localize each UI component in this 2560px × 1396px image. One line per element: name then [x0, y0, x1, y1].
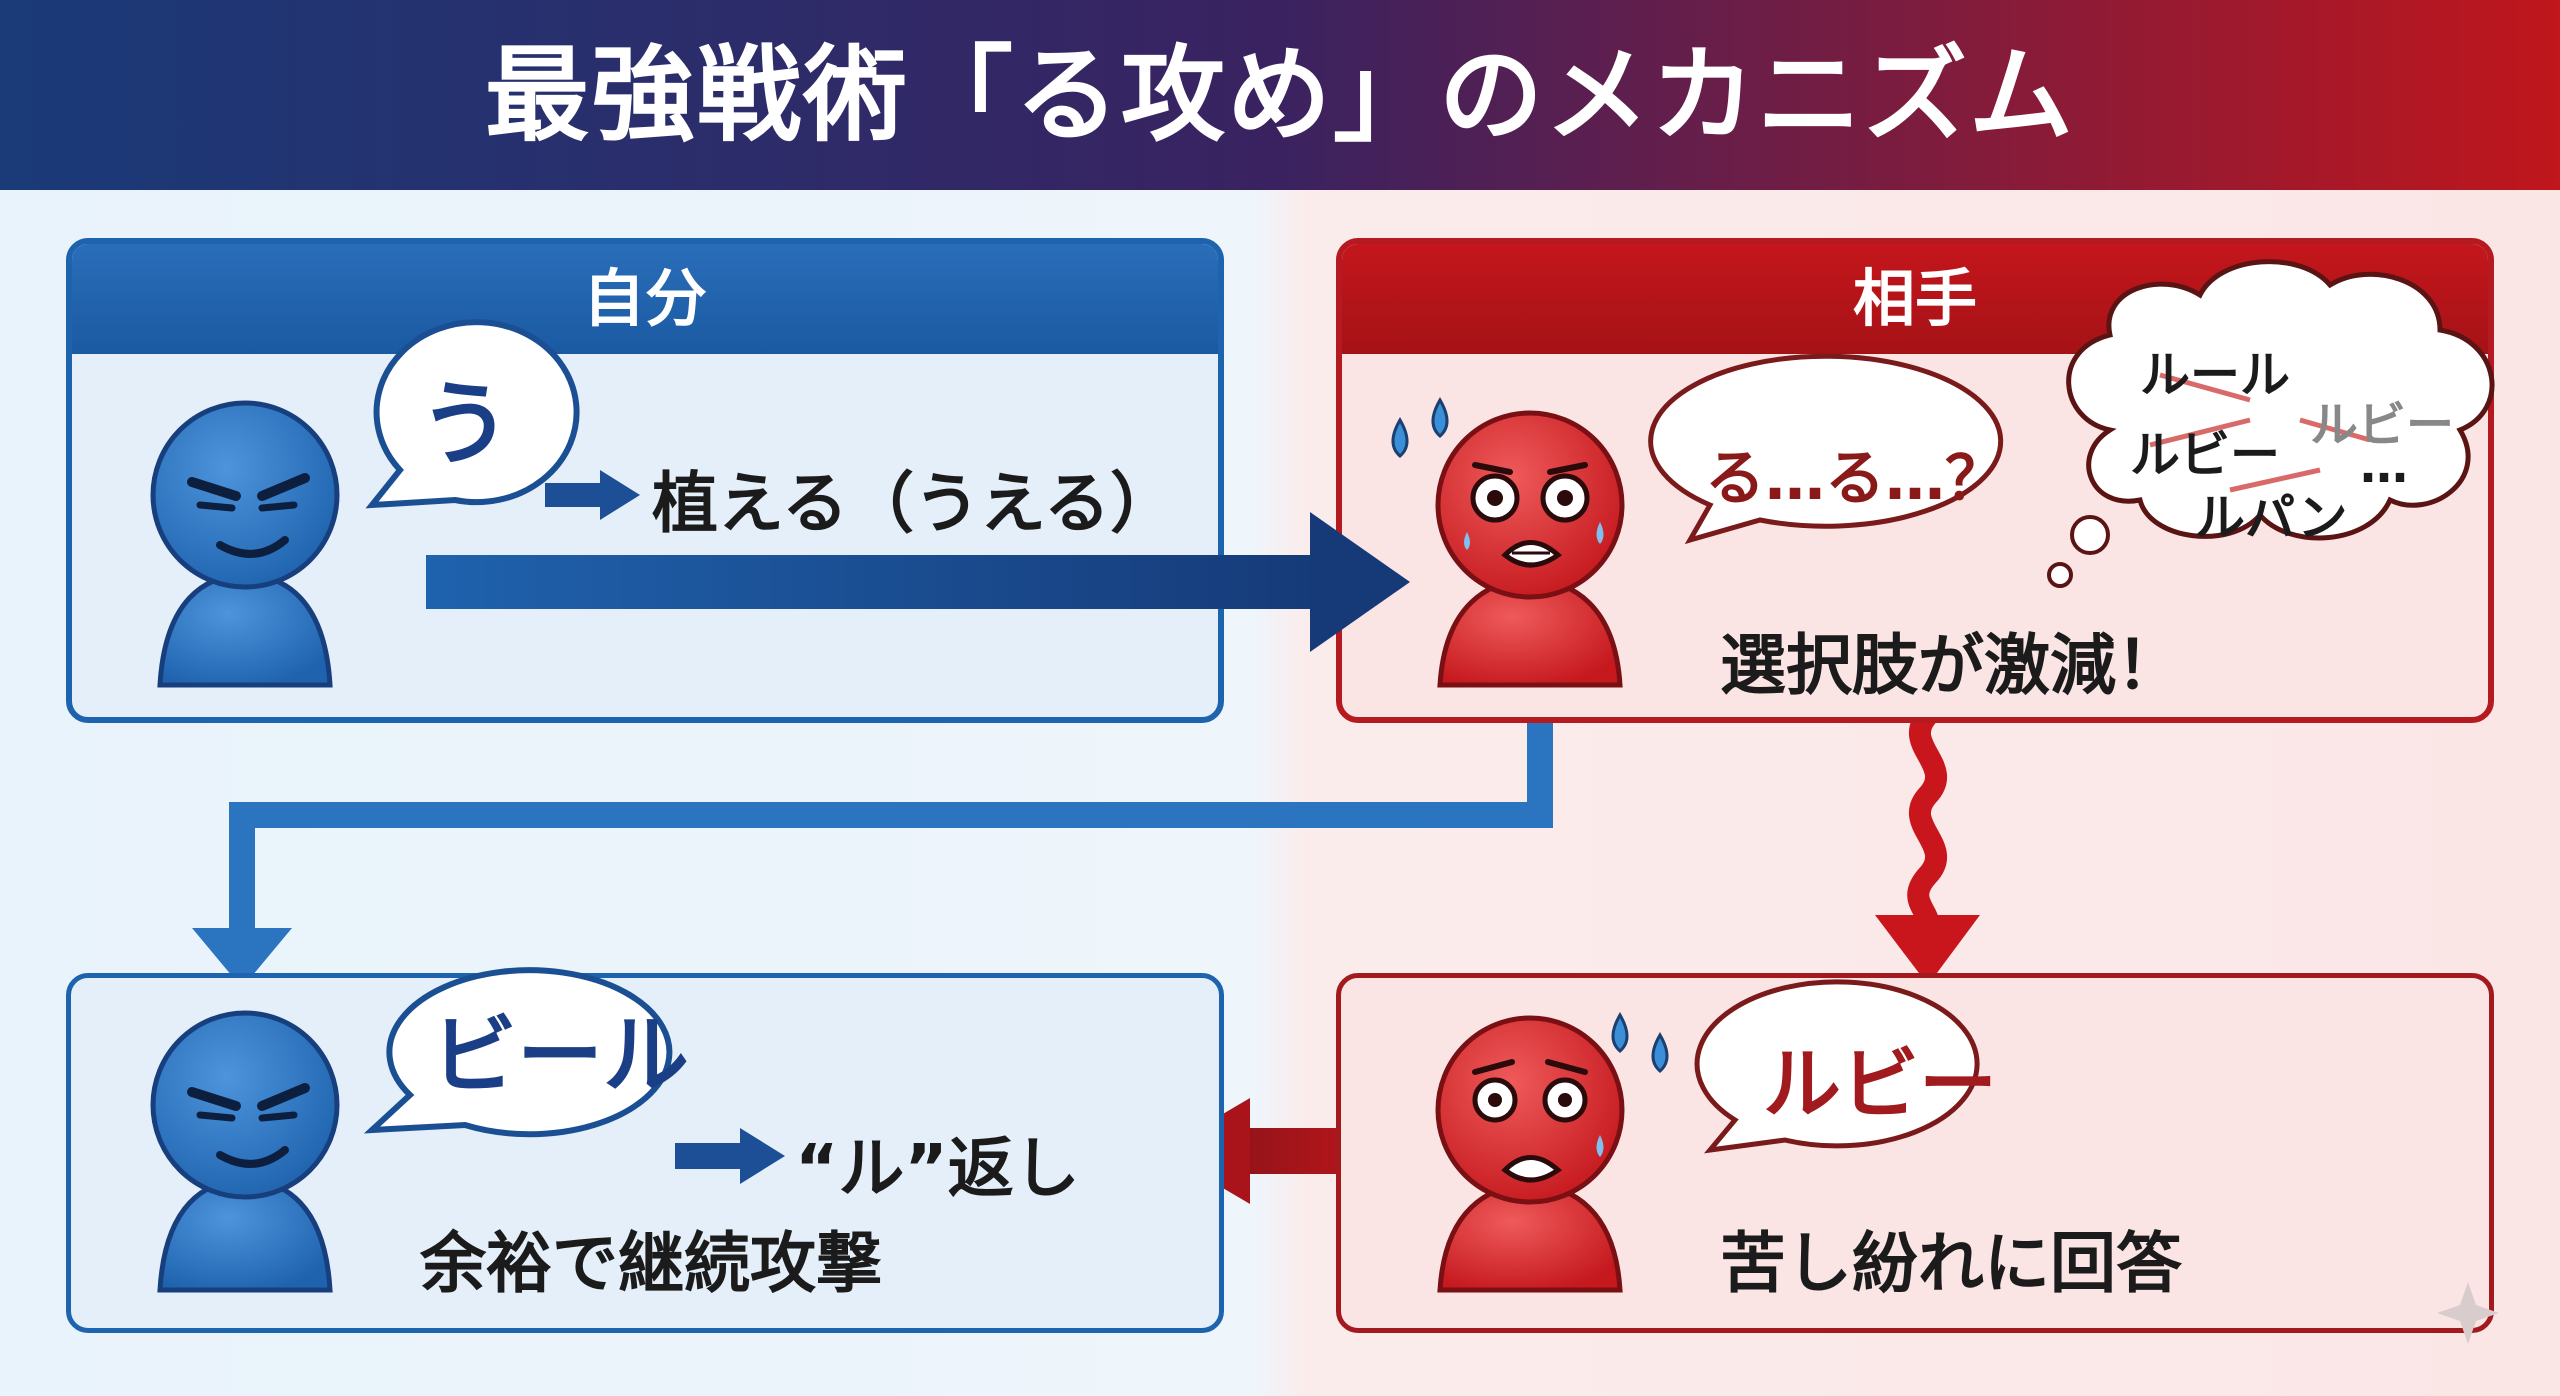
- thought-ellipsis: …: [2360, 438, 2408, 494]
- opponent-person-bottom: [1435, 1015, 1625, 1293]
- attack-arrow: [426, 512, 1410, 652]
- bubble-text-beer: ビール: [431, 1006, 689, 1106]
- speech-bubble-u: [365, 319, 580, 509]
- small-arrow-top: [545, 470, 640, 520]
- speech-bubble-beer: [363, 967, 673, 1138]
- speech-bubble-ru: [1648, 353, 2004, 545]
- return-path-arrowhead: [192, 928, 292, 988]
- bubble-text-ruby: ルビー: [1762, 1040, 1997, 1130]
- continue-attack-caption: 余裕で継続攻撃: [420, 1225, 882, 1302]
- thought-word-ruby: ルビー: [2130, 426, 2280, 484]
- self-person-top: [150, 400, 340, 688]
- sweat-drops-top: [1391, 397, 1449, 458]
- self-panel-header: 自分: [72, 244, 1218, 354]
- choices-decrease-caption: 選択肢が激減！: [1720, 627, 2182, 704]
- return-path-arrow: [229, 712, 1553, 930]
- ru-return-label: “ル”返し: [795, 1130, 1080, 1207]
- opponent-person-top: [1435, 410, 1625, 688]
- page-title: 最強戦術「る攻め」のメカニズム: [484, 34, 2075, 156]
- speech-bubble-ruby: [1694, 979, 1980, 1154]
- self-person-bottom: [150, 1010, 340, 1293]
- sparkle-icon: [2437, 1282, 2499, 1344]
- small-arrow-bottom: [675, 1128, 785, 1184]
- thought-word-rule: ルール: [2140, 346, 2290, 404]
- title-bar: [0, 0, 2560, 190]
- thought-cloud: [2047, 259, 2495, 588]
- sweat-drops-bottom: [1611, 1012, 1669, 1073]
- squiggle-arrow: [1907, 704, 1947, 936]
- squiggle-arrowhead: [1875, 915, 1980, 985]
- thought-word-ruby-blurred: ルビー: [2310, 397, 2455, 453]
- bubble-text-u: う: [418, 371, 511, 478]
- desperate-answer-caption: 苦し紛れに回答: [1720, 1225, 2182, 1302]
- bubble-text-ru: る…る…？: [1705, 444, 2005, 514]
- thought-word-lupin: ルパン: [2195, 489, 2348, 547]
- planted-word: 植える（うえる）: [652, 465, 1177, 542]
